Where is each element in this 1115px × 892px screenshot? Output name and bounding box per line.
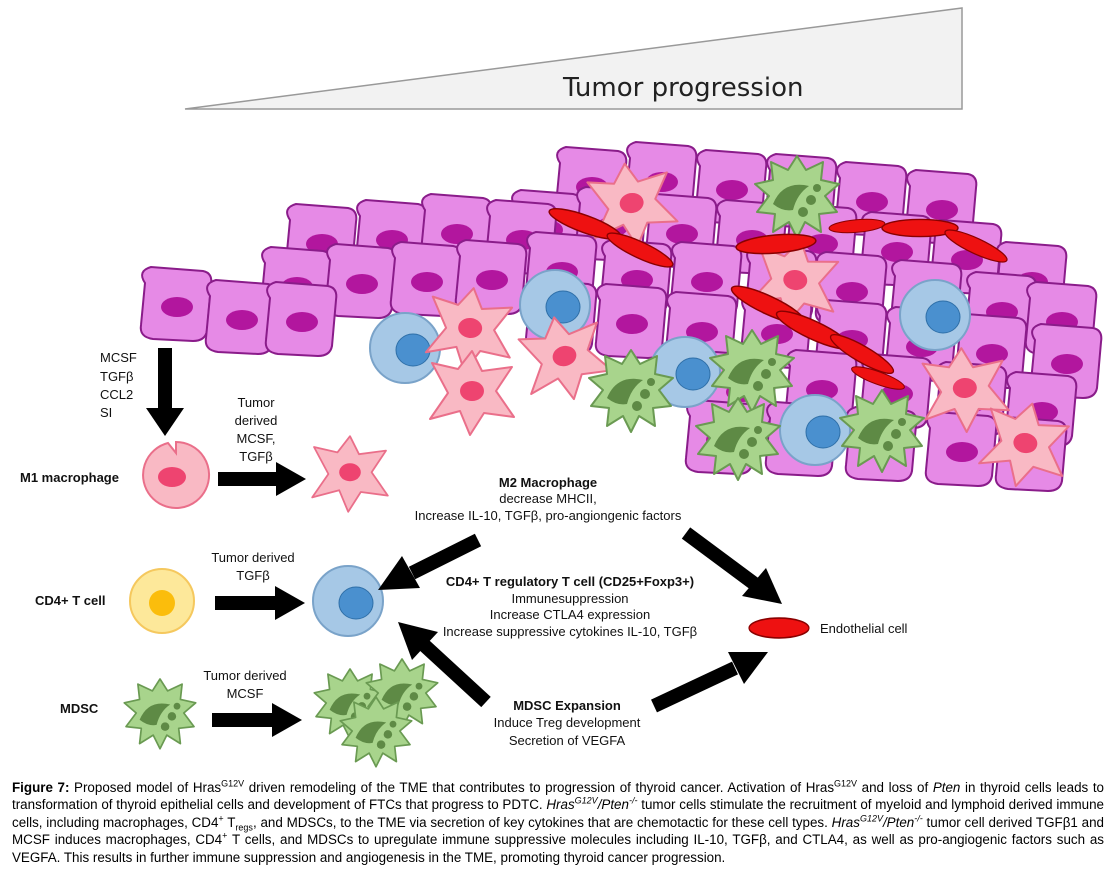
tumor-progression-wedge [184,7,963,110]
m1-macrophage-label: M1 macrophage [20,470,119,485]
mdsc-expansion-line: Induce Treg development [494,715,641,730]
tcell-in-tumor [779,394,851,466]
treg-line: Immunesuppression [511,591,628,606]
treg-cell [312,565,384,637]
mdsc-expansion-description: MDSC Expansion Induce Treg development S… [494,698,641,748]
tumor-mass [139,141,1103,495]
mdsc-cluster [313,658,439,768]
arrow-mdsc-to-expansion [212,703,302,737]
caption-segment: G12V [859,813,883,824]
tumor-progression-label: Tumor progression [562,73,803,103]
mdsc-arrow-label-line: MCSF [227,686,264,701]
caption-segment: G12V [221,778,245,789]
arrow-m1-to-m2 [218,462,306,496]
treg-line: Increase CTLA4 expression [490,607,650,622]
mdsc-arrow-label: Tumor derived MCSF [203,668,286,701]
cd4-arrow-label-line: Tumor derived [211,550,294,565]
cd4-t-cell [129,568,195,634]
caption-segment: Proposed model of Hras [69,780,222,795]
m1-macrophage-cell [142,440,211,509]
m1-arrow-label-line: derived [235,413,278,428]
caption-segment: tumor cells stimulate the recruitment of… [12,797,1104,830]
tumor-epithelial-cell [264,281,338,357]
arrow-down-to-m1 [146,348,184,436]
arrow-cd4-to-treg [215,586,305,620]
mdsc-label: MDSC [60,701,99,716]
tumor-epithelial-cell [594,283,668,359]
caption-segment: /Pten [597,797,629,813]
caption-segment: Hras [831,814,860,830]
caption-segment: in thyroid cells leads to transformation… [12,780,1104,813]
m2-title: M2 Macrophage [499,475,597,490]
m1-arrow-label: Tumor derived MCSF, TGFβ [235,395,278,464]
caption-segment: Hras [546,797,575,813]
treg-description: CD4+ T regulatory T cell (CD25+Foxp3+) I… [443,574,697,639]
caption-segment: /Pten [882,814,915,830]
endothelial-cell-label: Endothelial cell [820,621,908,636]
m2-line: decrease MHCII, [499,491,597,506]
caption-segment: regs [235,822,253,833]
cytokine-ccl2: CCL2 [100,387,133,402]
caption-segment: -/- [914,813,923,824]
arrow-expansion-to-treg [398,622,491,708]
mdsc-arrow-label-line: Tumor derived [203,668,286,683]
m1-arrow-label-line: MCSF, [237,431,276,446]
left-cytokine-list: MCSF TGFβ CCL2 SI [100,350,137,420]
m1-arrow-label-line: Tumor [237,395,275,410]
treg-title: CD4+ T regulatory T cell (CD25+Foxp3+) [446,574,694,589]
arrow-expansion-to-endothelial [651,652,768,713]
caption-segment: T [223,814,236,830]
caption-segment: + [222,830,228,841]
figure-label: Figure 7: [12,780,70,795]
caption-segment: G12V [834,778,858,789]
figure-caption: Figure 7: Proposed model of HrasG12V dri… [12,779,1104,866]
m2-macrophage-cell [311,435,389,513]
mdsc-cell [123,678,197,750]
arrow-m2-to-endothelial [681,527,782,604]
m2-line: Increase IL-10, TGFβ, pro-angiongenic fa… [415,508,682,523]
cytokine-mcsf: MCSF [100,350,137,365]
mdsc-expansion-line: Secretion of VEGFA [509,733,626,748]
caption-segment: and loss of [857,780,933,795]
caption-segment: , and MDSCs, to the TME via secretion of… [252,814,832,830]
endothelial-cell [748,617,810,639]
tcell-in-tumor [899,279,971,351]
cytokine-tgfb: TGFβ [100,369,133,384]
cd4-t-cell-label: CD4+ T cell [35,593,105,608]
caption-segment: -/- [628,795,638,806]
m2-macrophage-description: M2 Macrophage decrease MHCII, Increase I… [415,475,682,523]
caption-segment: G12V [574,795,598,806]
tumor-epithelial-cell [139,266,213,342]
cd4-arrow-label: Tumor derived TGFβ [211,550,294,583]
treg-line: Increase suppressive cytokines IL-10, TG… [443,624,697,639]
arrow-m2-to-treg [378,533,482,590]
cd4-arrow-label-line: TGFβ [236,568,269,583]
caption-segment: T cells, and MDSCs to upregulate immune … [12,832,1104,865]
caption-segment: tumor cell derived TGFβ1 and MCSF induce… [12,814,1104,848]
caption-segment: driven remodeling of the TME that contri… [244,780,835,795]
caption-segment: + [218,813,224,824]
caption-body: Proposed model of HrasG12V driven remode… [12,778,1104,865]
mdsc-expansion-title: MDSC Expansion [513,698,621,713]
m1-arrow-label-line: TGFβ [239,449,272,464]
tme-diagram: Tumor progression MCSF TGFβ CCL2 SI M1 m… [20,7,1103,768]
macrophage-in-tumor [429,350,515,436]
cytokine-si: SI [100,405,112,420]
caption-segment: Pten [932,780,961,795]
